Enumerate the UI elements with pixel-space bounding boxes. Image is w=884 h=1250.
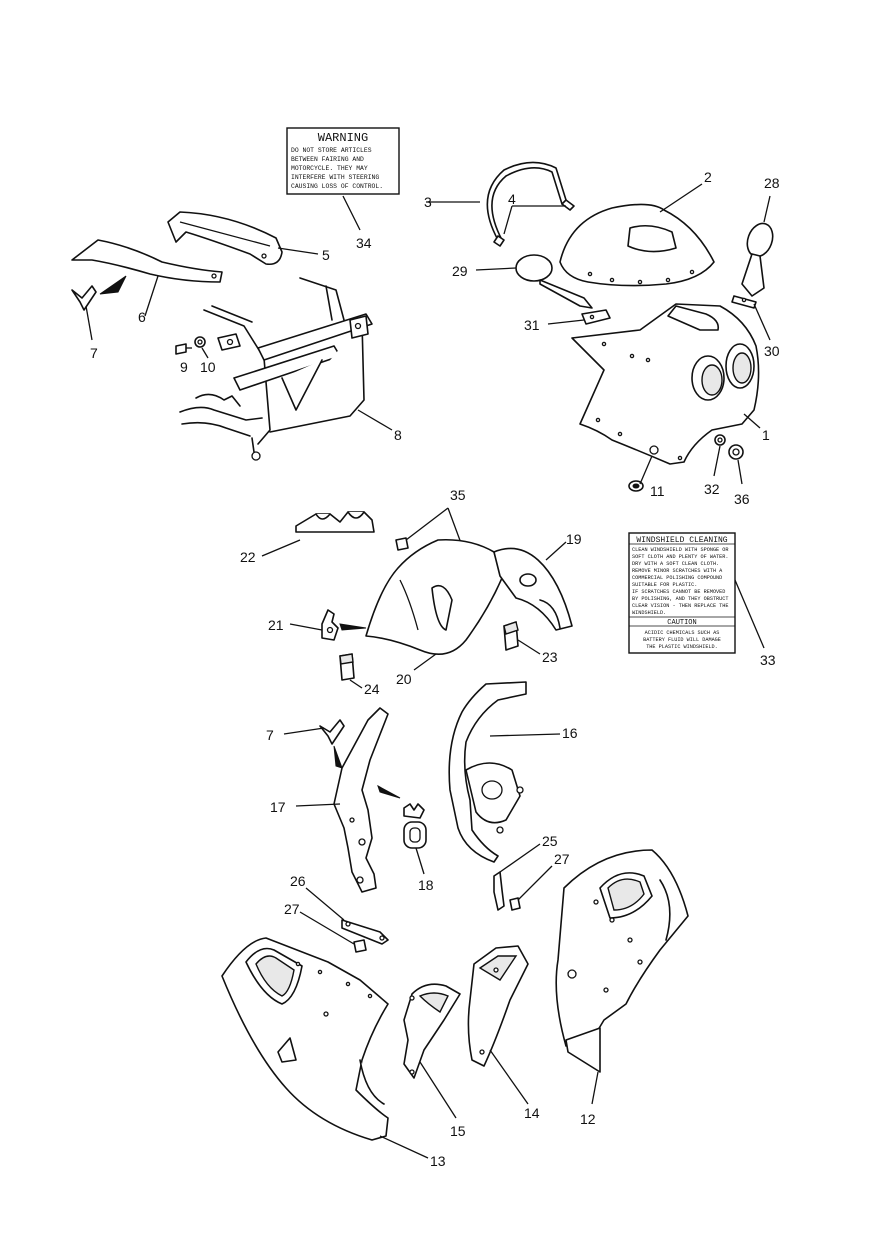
callout-11: 11 bbox=[650, 483, 665, 499]
callout-27-left: 27 bbox=[284, 901, 300, 917]
callout-31: 31 bbox=[524, 317, 540, 333]
callout-27-right: 27 bbox=[554, 851, 570, 867]
rubber-block-24 bbox=[339, 653, 355, 681]
callout-23: 23 bbox=[542, 649, 558, 665]
callout-2: 2 bbox=[704, 169, 712, 185]
inner-fairing-20 bbox=[365, 538, 503, 656]
warning-label-line: BETWEEN FAIRING AND bbox=[291, 156, 364, 163]
windshield-label-line: COMMERCIAL POLISHING COMPOUND bbox=[632, 575, 722, 581]
callout-17: 17 bbox=[270, 799, 286, 815]
windshield-label-line: DRY WITH A SOFT CLEAN CLOTH. bbox=[632, 561, 719, 567]
windshield-caution-line: THE PLASTIC WINDSHIELD. bbox=[646, 644, 718, 650]
clip-18 bbox=[403, 803, 427, 849]
bracket-17 bbox=[333, 707, 389, 893]
inner-panel-6 bbox=[71, 239, 223, 283]
screw-9 bbox=[175, 343, 192, 355]
callout-29: 29 bbox=[452, 263, 468, 279]
warning-label-line: DO NOT STORE ARTICLES bbox=[291, 147, 372, 154]
callout-20: 20 bbox=[396, 671, 412, 687]
lower-fairing-12 bbox=[555, 849, 689, 1073]
screw-27-left bbox=[353, 939, 367, 953]
nut-36 bbox=[728, 444, 744, 460]
nose-fairing-1 bbox=[571, 303, 760, 465]
callout-19: 19 bbox=[566, 531, 582, 547]
callout-34: 34 bbox=[356, 235, 372, 251]
callout-7-lower: 7 bbox=[266, 727, 274, 743]
callout-30: 30 bbox=[764, 343, 780, 359]
callout-7-upper: 7 bbox=[90, 345, 98, 361]
inner-panel-5 bbox=[167, 211, 283, 266]
callout-10: 10 bbox=[200, 359, 216, 375]
windshield-label-title: WINDSHIELD CLEANING bbox=[636, 536, 727, 545]
callout-24: 24 bbox=[364, 681, 380, 697]
lower-fairing-13 bbox=[221, 937, 389, 1141]
callout-4: 4 bbox=[508, 191, 516, 207]
callout-22: 22 bbox=[240, 549, 256, 565]
fairing-subframe-8 bbox=[179, 277, 373, 461]
callout-33: 33 bbox=[760, 652, 776, 668]
windshield-label-line: WINDSHIELD. bbox=[632, 610, 666, 616]
windshield-caution-line: ACIDIC CHEMICALS SUCH AS bbox=[645, 630, 720, 636]
windshield-label-line: CLEAN WINDSHIELD WITH SPONGE OR bbox=[632, 547, 729, 553]
windshield-cleaning-label: WINDSHIELD CLEANING CLEAN WINDSHIELD WIT… bbox=[628, 532, 736, 654]
strap-26 bbox=[341, 919, 389, 945]
grommet-11 bbox=[628, 480, 644, 492]
warning-label-title: WARNING bbox=[318, 131, 368, 145]
windshield-label-line: CLEAR VISION - THEN REPLACE THE bbox=[632, 603, 729, 609]
windshield-label-line: SOFT CLOTH AND PLENTY OF WATER. bbox=[632, 554, 729, 560]
rubber-plug-4 bbox=[493, 199, 575, 247]
screw-27-right bbox=[509, 897, 521, 911]
warning-label: WARNING DO NOT STORE ARTICLES BETWEEN FA… bbox=[286, 127, 400, 195]
windscreen-2 bbox=[559, 203, 715, 287]
windshield-label-line: SUITABLE FOR PLASTIC. bbox=[632, 582, 697, 588]
mirror-gasket-30 bbox=[731, 295, 757, 309]
clip-7-lower bbox=[319, 719, 345, 745]
callout-36: 36 bbox=[734, 491, 750, 507]
inner-panel-16 bbox=[448, 681, 527, 863]
callout-32: 32 bbox=[704, 481, 720, 497]
mirror-28 bbox=[741, 222, 774, 297]
lower-panel-15 bbox=[403, 983, 461, 1079]
trim-strip-3 bbox=[486, 161, 567, 241]
callout-21: 21 bbox=[268, 617, 284, 633]
callout-6: 6 bbox=[138, 309, 146, 325]
windshield-label-line: REMOVE MINOR SCRATCHES WITH A bbox=[632, 568, 723, 574]
windshield-caution-title: CAUTION bbox=[667, 619, 696, 627]
callout-5: 5 bbox=[322, 247, 330, 263]
callout-3: 3 bbox=[424, 194, 432, 210]
callout-26: 26 bbox=[290, 873, 306, 889]
callout-35: 35 bbox=[450, 487, 466, 503]
warning-label-line: CAUSING LOSS OF CONTROL. bbox=[291, 183, 383, 190]
callout-13: 13 bbox=[430, 1153, 446, 1169]
nut-10 bbox=[194, 336, 206, 348]
callout-1: 1 bbox=[762, 427, 770, 443]
callout-18: 18 bbox=[418, 877, 434, 893]
callout-28: 28 bbox=[764, 175, 780, 191]
callout-12: 12 bbox=[580, 1111, 596, 1127]
warning-label-line: MOTORCYCLE. THEY MAY bbox=[291, 165, 368, 172]
callout-9: 9 bbox=[180, 359, 188, 375]
clip-7-upper bbox=[71, 285, 97, 311]
callout-25: 25 bbox=[542, 833, 558, 849]
washer-32 bbox=[714, 434, 726, 446]
inner-fairing-19 bbox=[493, 547, 573, 631]
lower-panel-14 bbox=[467, 945, 529, 1067]
windshield-label-line: IF SCRATCHES CANNOT BE REMOVED bbox=[632, 589, 725, 595]
strap-25 bbox=[493, 871, 505, 911]
mounting-rubber-22 bbox=[295, 511, 375, 533]
mirror-29 bbox=[515, 254, 593, 309]
rubber-block-23 bbox=[503, 621, 519, 651]
clip-21 bbox=[321, 609, 339, 641]
callout-15: 15 bbox=[450, 1123, 466, 1139]
callout-14: 14 bbox=[524, 1105, 540, 1121]
windshield-label-line: BY POLISHING, AND THEY OBSTRUCT bbox=[632, 596, 729, 602]
warning-label-line: INTERFERE WITH STEERING bbox=[291, 174, 379, 181]
mirror-gasket-31 bbox=[581, 309, 611, 325]
callout-8: 8 bbox=[394, 427, 402, 443]
callout-16: 16 bbox=[562, 725, 578, 741]
windshield-caution-line: BATTERY FLUID WILL DAMAGE bbox=[643, 637, 721, 643]
